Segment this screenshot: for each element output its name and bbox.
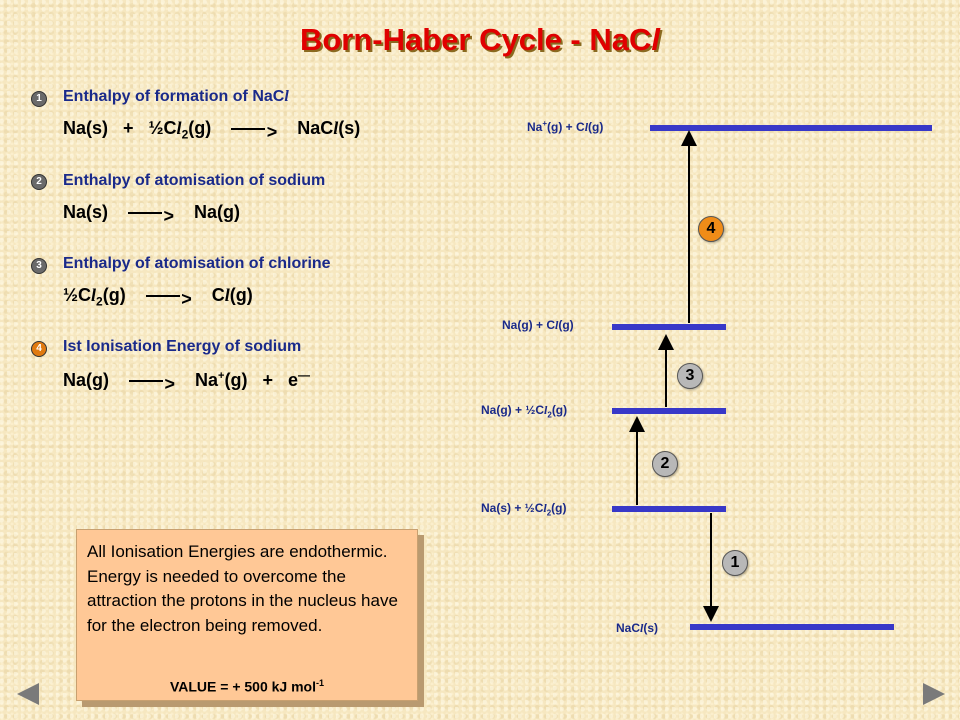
note-value: VALUE = + 500 kJ mol-1 (169, 678, 325, 695)
energy-level-atoms (612, 324, 726, 330)
note-text: All Ionisation Energies are endothermic.… (87, 542, 398, 635)
energy-level-elements (612, 506, 726, 512)
energy-level-ions (650, 125, 932, 131)
previous-slide-icon[interactable] (17, 683, 39, 705)
step-equation-4: Na(g) > Na+(g) + e— (63, 368, 310, 394)
next-slide-icon[interactable] (923, 683, 945, 705)
step-badge-4: 4 (698, 216, 724, 242)
info-note-box: All Ionisation Energies are endothermic.… (76, 529, 418, 701)
step-heading-3: Enthalpy of atomisation of chlorine (63, 255, 331, 272)
level-label-elements: Na(s) + ½Cl2(g) (481, 501, 567, 518)
step-number-4: 4 (31, 341, 47, 357)
step-heading-4: Ist Ionisation Energy of sodium (63, 338, 302, 355)
level-label-na-gas: Na(g) + ½Cl2(g) (481, 403, 568, 420)
step-badge-3: 3 (677, 363, 703, 389)
step-number-2: 2 (31, 174, 47, 190)
step-equation-3: ½Cl2(g) > Cl(g) (63, 285, 253, 309)
step-number-3: 3 (31, 258, 47, 274)
step-heading-1: Enthalpy of formation of NaCl (63, 88, 289, 105)
energy-level-na-gas (612, 408, 726, 414)
step-equation-2: Na(s) > Na(g) (63, 202, 241, 226)
level-label-atoms: Na(g) + Cl(g) (502, 318, 574, 332)
step-badge-1: 1 (722, 550, 748, 576)
level-label-ions: Na+(g) + Cl(g) (527, 119, 604, 134)
step-number-1: 1 (31, 91, 47, 107)
step-heading-2: Enthalpy of atomisation of sodium (63, 172, 326, 189)
page-title: Born-Haber Cycle - NaCl (299, 22, 661, 57)
step-badge-2: 2 (652, 451, 678, 477)
energy-level-nacl (690, 624, 894, 630)
step-equation-1: Na(s) + ½Cl2(g) > NaCl(s) (63, 118, 361, 142)
level-label-nacl: NaCl(s) (616, 621, 659, 635)
